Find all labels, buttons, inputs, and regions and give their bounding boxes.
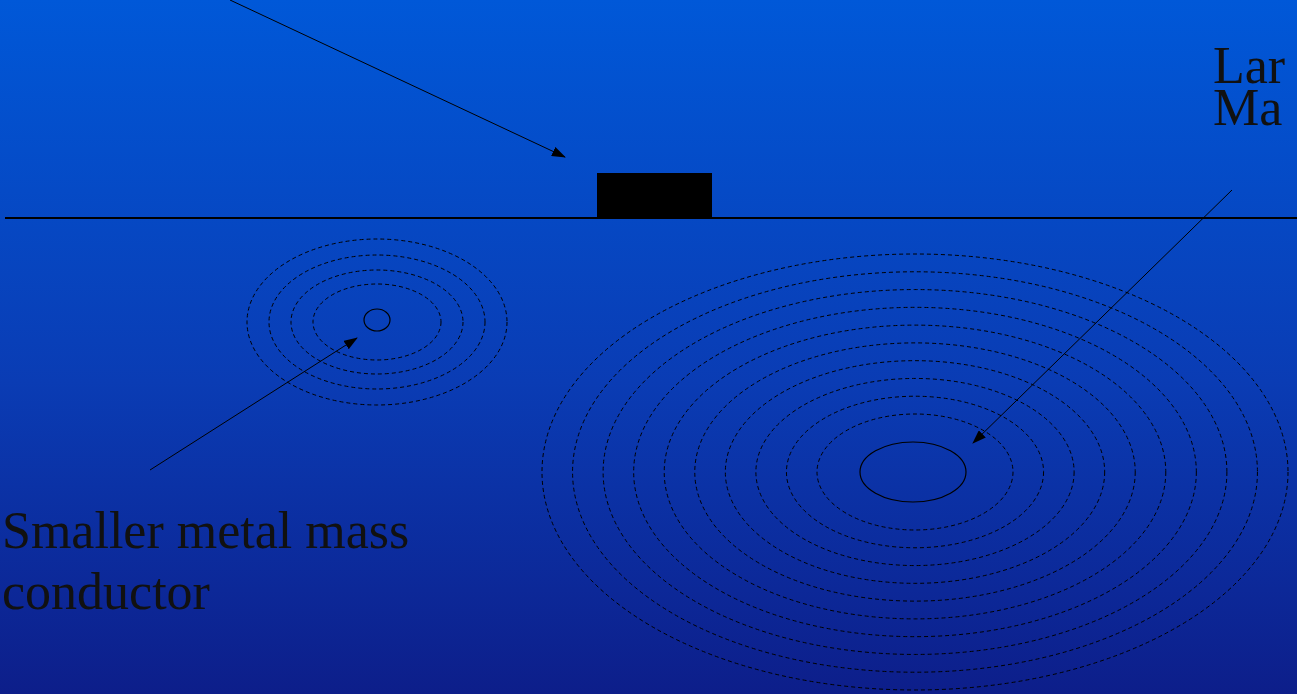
label-text: conductor	[2, 566, 210, 618]
field-ring	[603, 290, 1227, 655]
field-ring	[634, 307, 1197, 636]
field-ring	[817, 414, 1013, 530]
field-ring	[695, 343, 1135, 601]
small-conductor	[364, 309, 390, 331]
label-text: Smaller metal mass	[2, 505, 409, 557]
field-rings	[247, 239, 1288, 690]
field-ring	[291, 270, 463, 374]
field-ring	[542, 254, 1288, 690]
field-ring	[269, 255, 485, 389]
field-ring	[313, 284, 441, 360]
leader-line	[230, 0, 565, 157]
field-ring	[573, 272, 1258, 672]
field-ring	[786, 396, 1043, 548]
label-text: Ma	[1213, 82, 1282, 134]
leader-line	[150, 338, 357, 470]
detector-box	[597, 173, 712, 218]
leader-line	[973, 190, 1232, 443]
field-ring	[725, 361, 1104, 584]
field-ring	[664, 325, 1166, 619]
large-conductor	[860, 442, 966, 502]
field-ring	[756, 378, 1074, 565]
field-ring	[247, 239, 507, 405]
